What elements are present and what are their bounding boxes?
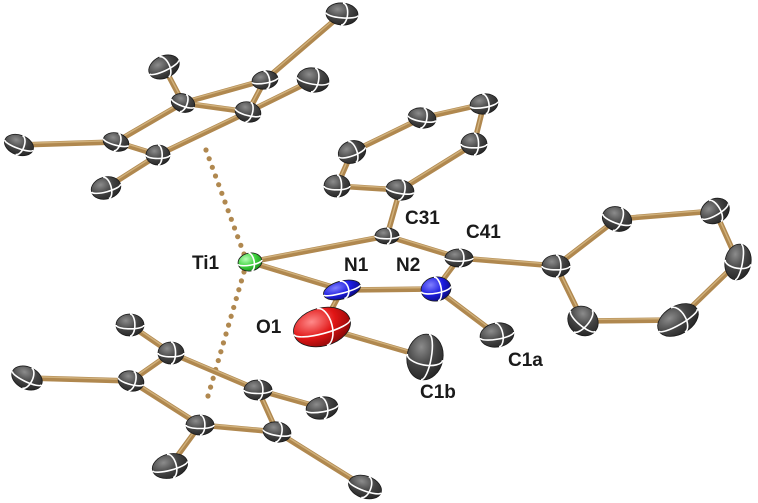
bond-cl2-ml2: [24, 375, 134, 384]
atom-cl3: [185, 414, 215, 436]
bonds: [16, 11, 741, 490]
bond-c31-ti1: [247, 233, 390, 265]
atom-ml2: [11, 365, 43, 391]
label-c1b: C1b: [420, 382, 456, 403]
atom-pa2: [323, 174, 351, 198]
atom-mu1: [148, 54, 180, 80]
atom-mu2: [325, 2, 359, 26]
atom-cl5: [243, 379, 273, 401]
bond-cu2-cu1: [180, 77, 268, 106]
atom-mu5: [4, 133, 34, 157]
atom-o1: [293, 306, 351, 348]
bond-cu2-mu2: [262, 11, 345, 83]
atom-cl1: [157, 341, 185, 365]
atom-pa3: [337, 140, 367, 164]
atom-n2: [420, 276, 452, 302]
atom-c1b: [406, 333, 444, 381]
label-n2: N2: [396, 255, 420, 276]
atom-cu5: [102, 132, 130, 152]
label-n1: N1: [344, 255, 369, 276]
atom-cl4: [262, 421, 292, 443]
bond-cu4-cu3: [155, 109, 251, 158]
atom-pb3: [700, 197, 730, 225]
atom-pa6: [460, 132, 488, 156]
atom-pb2: [601, 206, 633, 232]
atom-c31: [374, 227, 400, 245]
atom-pa1: [385, 179, 415, 201]
atom-cu4: [145, 144, 171, 166]
atom-mu3: [296, 67, 330, 93]
ti-centroid-dotted-bonds: [203, 147, 247, 399]
bond-cl5-cl1: [168, 350, 261, 393]
atom-cu1: [170, 93, 196, 113]
label-c31: C31: [405, 208, 440, 229]
atom-c41: [444, 248, 474, 268]
label-c1a: C1a: [508, 350, 543, 371]
atom-mu4: [90, 176, 122, 200]
atom-ml5: [305, 396, 339, 420]
dotted-bond-ti-lower-centroid: [205, 269, 247, 399]
atom-pb5: [657, 303, 699, 337]
dotted-bond-ti-upper-centroid: [203, 147, 247, 257]
atom-cu3: [234, 101, 262, 123]
atom-pb1: [541, 254, 571, 278]
atom-ml3: [151, 453, 189, 479]
bond-cu5-mu5: [16, 139, 119, 148]
bond-cl4-ml4: [274, 429, 368, 490]
label-ti1: Ti1: [192, 253, 220, 274]
bond-pb2-pb3: [614, 208, 718, 222]
atom-ml4: [348, 474, 382, 500]
bond-c41-pb1: [456, 255, 559, 269]
atom-pb4: [724, 243, 752, 281]
label-o1: O1: [256, 317, 282, 338]
atom-cl2: [117, 370, 145, 392]
bond-cu1-cu5: [113, 100, 186, 145]
atom-ti1: [237, 252, 263, 272]
atom-labels: Ti1 N1 N2 O1 C31 C41 C1a C1b: [192, 208, 543, 403]
atom-pb6: [567, 305, 599, 337]
bond-pa6-pa1: [397, 141, 477, 193]
atom-pa5: [469, 93, 499, 115]
atom-c1a: [479, 322, 515, 348]
atom-cu2: [251, 70, 279, 90]
bond-ti1-n1: [247, 259, 345, 293]
atom-pa4: [407, 107, 437, 129]
atom-n1: [322, 279, 362, 301]
atom-ml1: [115, 313, 145, 337]
label-c41: C41: [466, 222, 501, 243]
